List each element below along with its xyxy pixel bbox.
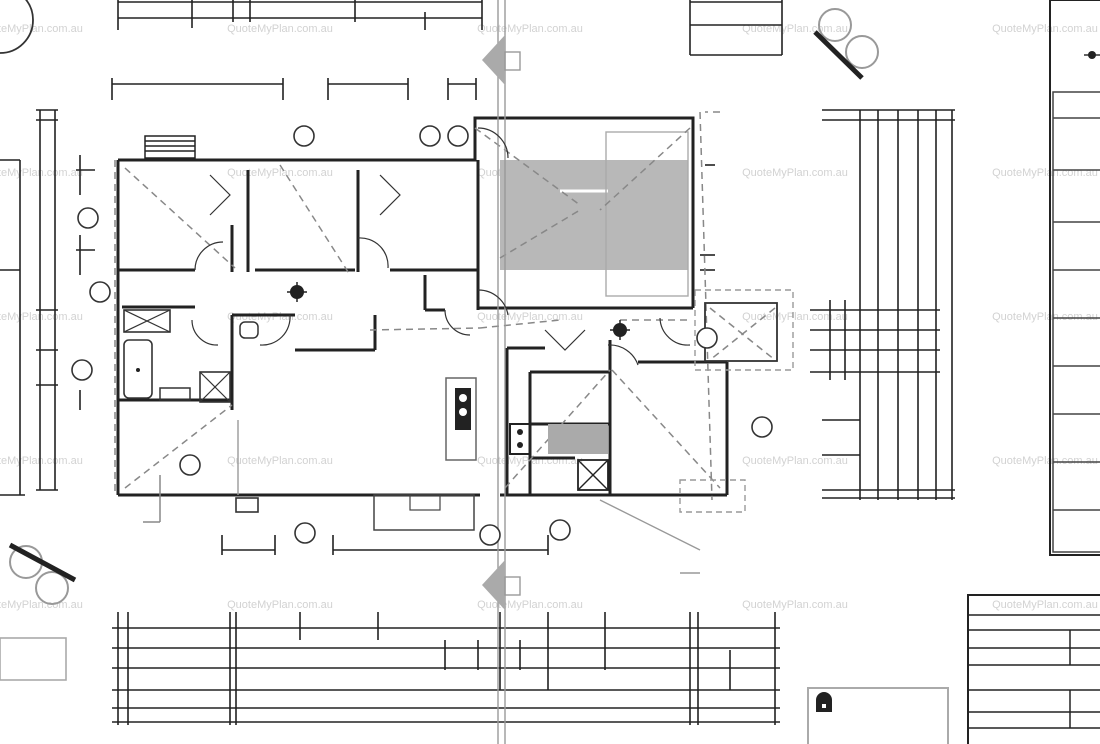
watermark-text: QuoteMyPlan.com.au	[0, 23, 83, 35]
watermark-text: QuoteMyPlan.com.au	[0, 167, 83, 179]
bathroom-fixtures	[123, 309, 259, 403]
light-fittings	[287, 282, 630, 340]
title-block	[967, 594, 1100, 744]
watermark-text: QuoteMyPlan.com.au	[477, 311, 583, 323]
watermark-text: QuoteMyPlan.com.au	[227, 167, 333, 179]
watermark-text: QuoteMyPlan.com.au	[742, 311, 848, 323]
section-markers	[482, 35, 521, 610]
schedule-panel	[1049, 0, 1100, 556]
watermark-text: QuoteMyPlan.com.au	[0, 599, 83, 611]
watermark-layer: QuoteMyPlan.com.auQuoteMyPlan.com.auQuot…	[0, 23, 1098, 611]
watermark-text: QuoteMyPlan.com.au	[992, 311, 1098, 323]
watermark-text: QuoteMyPlan.com.au	[742, 455, 848, 467]
watermark-text: QuoteMyPlan.com.au	[992, 455, 1098, 467]
door-swings	[191, 127, 691, 366]
watermark-text: QuoteMyPlan.com.au	[227, 23, 333, 35]
watermark-text: QuoteMyPlan.com.au	[477, 23, 583, 35]
laundry-cabinets	[509, 423, 609, 491]
right-dimension-lines	[690, 54, 955, 500]
grey-frame-lines	[237, 0, 701, 744]
watermark-text: QuoteMyPlan.com.au	[742, 167, 848, 179]
watermark-text: QuoteMyPlan.com.au	[992, 167, 1098, 179]
side-porch	[679, 289, 794, 513]
bottom-dimension-lines	[112, 535, 780, 725]
watermark-text: QuoteMyPlan.com.au	[227, 599, 333, 611]
legend-box	[807, 687, 949, 744]
watermark-text: QuoteMyPlan.com.au	[742, 599, 848, 611]
left-dimension-lines	[0, 109, 95, 496]
garage-slab	[500, 160, 688, 270]
watermark-text: QuoteMyPlan.com.au	[0, 311, 83, 323]
front-entry-step	[373, 494, 475, 531]
elevation-markers	[0, 0, 879, 605]
misc-details	[0, 475, 259, 681]
watermark-text: QuoteMyPlan.com.au	[992, 23, 1098, 35]
watermark-text: QuoteMyPlan.com.au	[477, 599, 583, 611]
vent-grille	[144, 135, 196, 159]
top-dimension-lines	[111, 0, 783, 100]
watermark-text: QuoteMyPlan.com.au	[227, 455, 333, 467]
grid-bubbles	[71, 125, 773, 546]
watermark-text: QuoteMyPlan.com.au	[992, 599, 1098, 611]
watermark-text: QuoteMyPlan.com.au	[0, 455, 83, 467]
kitchen-island	[445, 377, 477, 461]
watermark-text: QuoteMyPlan.com.au	[227, 311, 333, 323]
